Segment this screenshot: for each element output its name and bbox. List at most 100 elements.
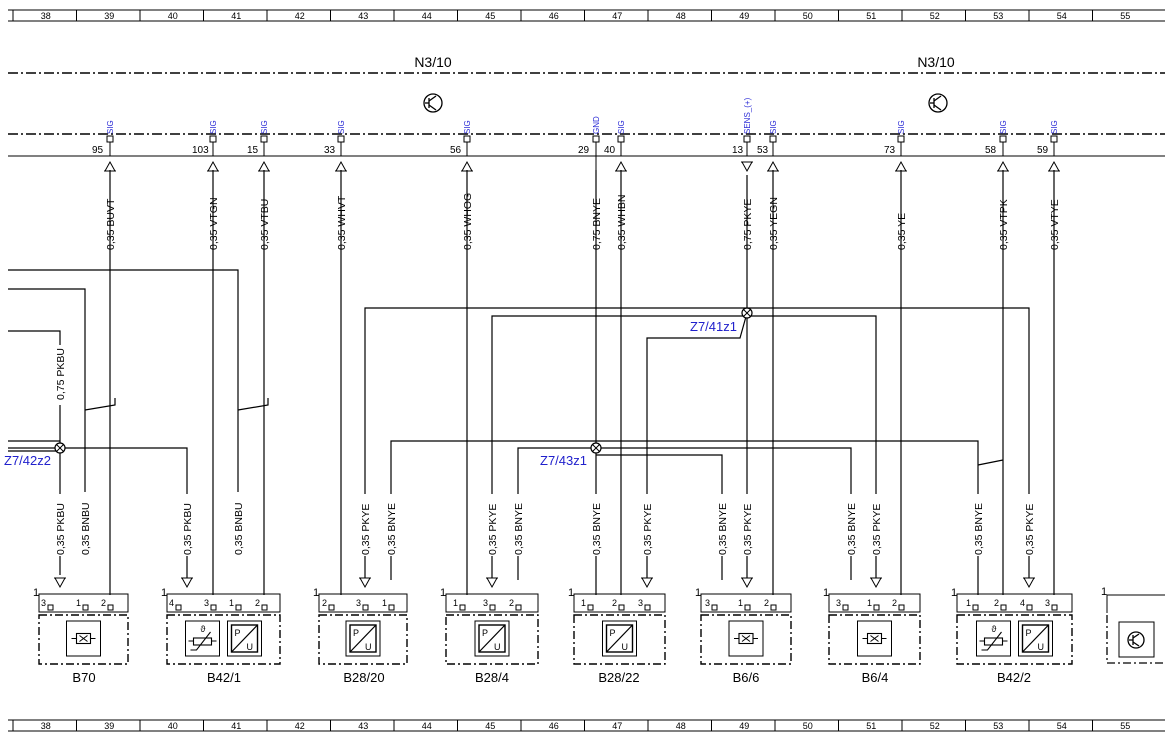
wire-label-bg [1023,494,1035,556]
wire-label: 0,35 PKYE [360,504,372,555]
ruler-label: 43 [358,11,368,21]
component-terminal [842,604,849,611]
arrow-up-icon [258,160,270,172]
component-pin-number: 4 [1020,598,1025,608]
ruler-label: 45 [485,721,495,731]
component-terminal [711,604,718,611]
wire-label: 0,35 YEGN [768,197,780,250]
wire-label-bg [181,494,193,556]
connector-housing [700,593,792,613]
connector-mark: 1 [161,587,167,599]
component-label: B70 [72,670,95,685]
component-pin-number: 3 [1045,598,1050,608]
pressure-sensor-icon [345,620,381,657]
ruler-label: 40 [168,721,178,731]
control-unit-label: N3/10 [917,54,955,70]
component-pin-number: 3 [836,598,841,608]
arrow-down-icon [741,161,753,173]
ecu-signal-label: SIG [617,120,626,134]
ruler-label: 52 [930,721,940,731]
wire-label-bg [641,494,653,556]
wire-label: 0,35 WHVT [336,195,348,250]
component-terminal [644,604,651,611]
ruler-label: 55 [1120,721,1130,731]
ruler-label: 54 [1057,721,1067,731]
component-pin-number: 1 [76,598,81,608]
transistor-icon [928,93,948,113]
wire-label: 0,35 VTYE [1049,199,1061,250]
wire-label: 0,35 BNYE [591,503,603,555]
valve-sensor-icon [728,620,764,657]
ecu-signal-label: SIG [897,120,906,134]
component-pin-number: 3 [41,598,46,608]
wire-label-bg [54,494,66,556]
ruler-label: 47 [612,721,622,731]
arrow-up-icon [767,160,779,172]
wire-label: 0,75 PKBU [55,348,67,400]
icon-glyph: U [622,642,629,652]
arrow-down-icon [486,577,498,589]
component-pin-number: 1 [382,598,387,608]
connector-housing [445,593,539,613]
arrow-up-icon [997,160,1009,172]
component-pin-number: 3 [705,598,710,608]
wire-label-bg [79,494,91,556]
icon-stroke [741,635,751,642]
ruler-label: 41 [231,11,241,21]
wire-label: 0,75 BNYE [591,198,603,250]
component-pin-number: 2 [101,598,106,608]
wire-label-bg [359,494,371,556]
transistor-icon [423,93,443,113]
connector-housing [573,593,666,613]
component-terminal [1000,604,1007,611]
junction-node [741,307,753,319]
component-terminal [873,604,880,611]
component-terminal [587,604,594,611]
ecu-pin-number: 13 [732,145,744,156]
wire-label-bg [486,494,498,556]
icon-glyph: U [247,642,254,652]
ecu-terminal [769,135,777,143]
ruler-label: 51 [866,721,876,731]
wire-label: 0,35 PKYE [642,504,654,555]
component-pin-number: 2 [612,598,617,608]
ruler-label: 43 [358,721,368,731]
component-terminal [1026,604,1033,611]
ecu-terminal [260,135,268,143]
connector-housing [956,593,1073,613]
connector-mark: 1 [951,587,957,599]
component-pin-number: 3 [204,598,209,608]
component-pin-number: 1 [738,598,743,608]
ecu-signal-label: SIG [999,120,1008,134]
ecu-pin-number: 53 [757,145,769,156]
component-label: B42/2 [997,670,1031,685]
component-pin-number: 2 [994,598,999,608]
ruler-label: 52 [930,11,940,21]
component-label: B6/4 [862,670,889,685]
component-terminal [328,604,335,611]
component-pin-number: 3 [638,598,643,608]
ecu-terminal [592,135,600,143]
component-boundary [956,614,1073,665]
ruler-label: 42 [295,721,305,731]
ruler-label: 51 [866,11,876,21]
junction-label-z742z2: Z7/42z2 [4,453,51,468]
connector-mark: 1 [695,587,701,599]
component-terminal [459,604,466,611]
wire-label: 0,35 WHBN [616,195,628,250]
wire-label-bg [716,494,728,556]
wire-label: 0,35 PKYE [487,504,499,555]
ecu-pin-number: 103 [192,145,209,156]
temperature-sensor-icon [976,620,1011,657]
component-label: B28/22 [598,670,639,685]
ruler-label: 55 [1120,11,1130,21]
transistor-icon [1127,631,1145,649]
valve-sensor-icon [66,620,101,657]
component-label: B28/4 [475,670,509,685]
